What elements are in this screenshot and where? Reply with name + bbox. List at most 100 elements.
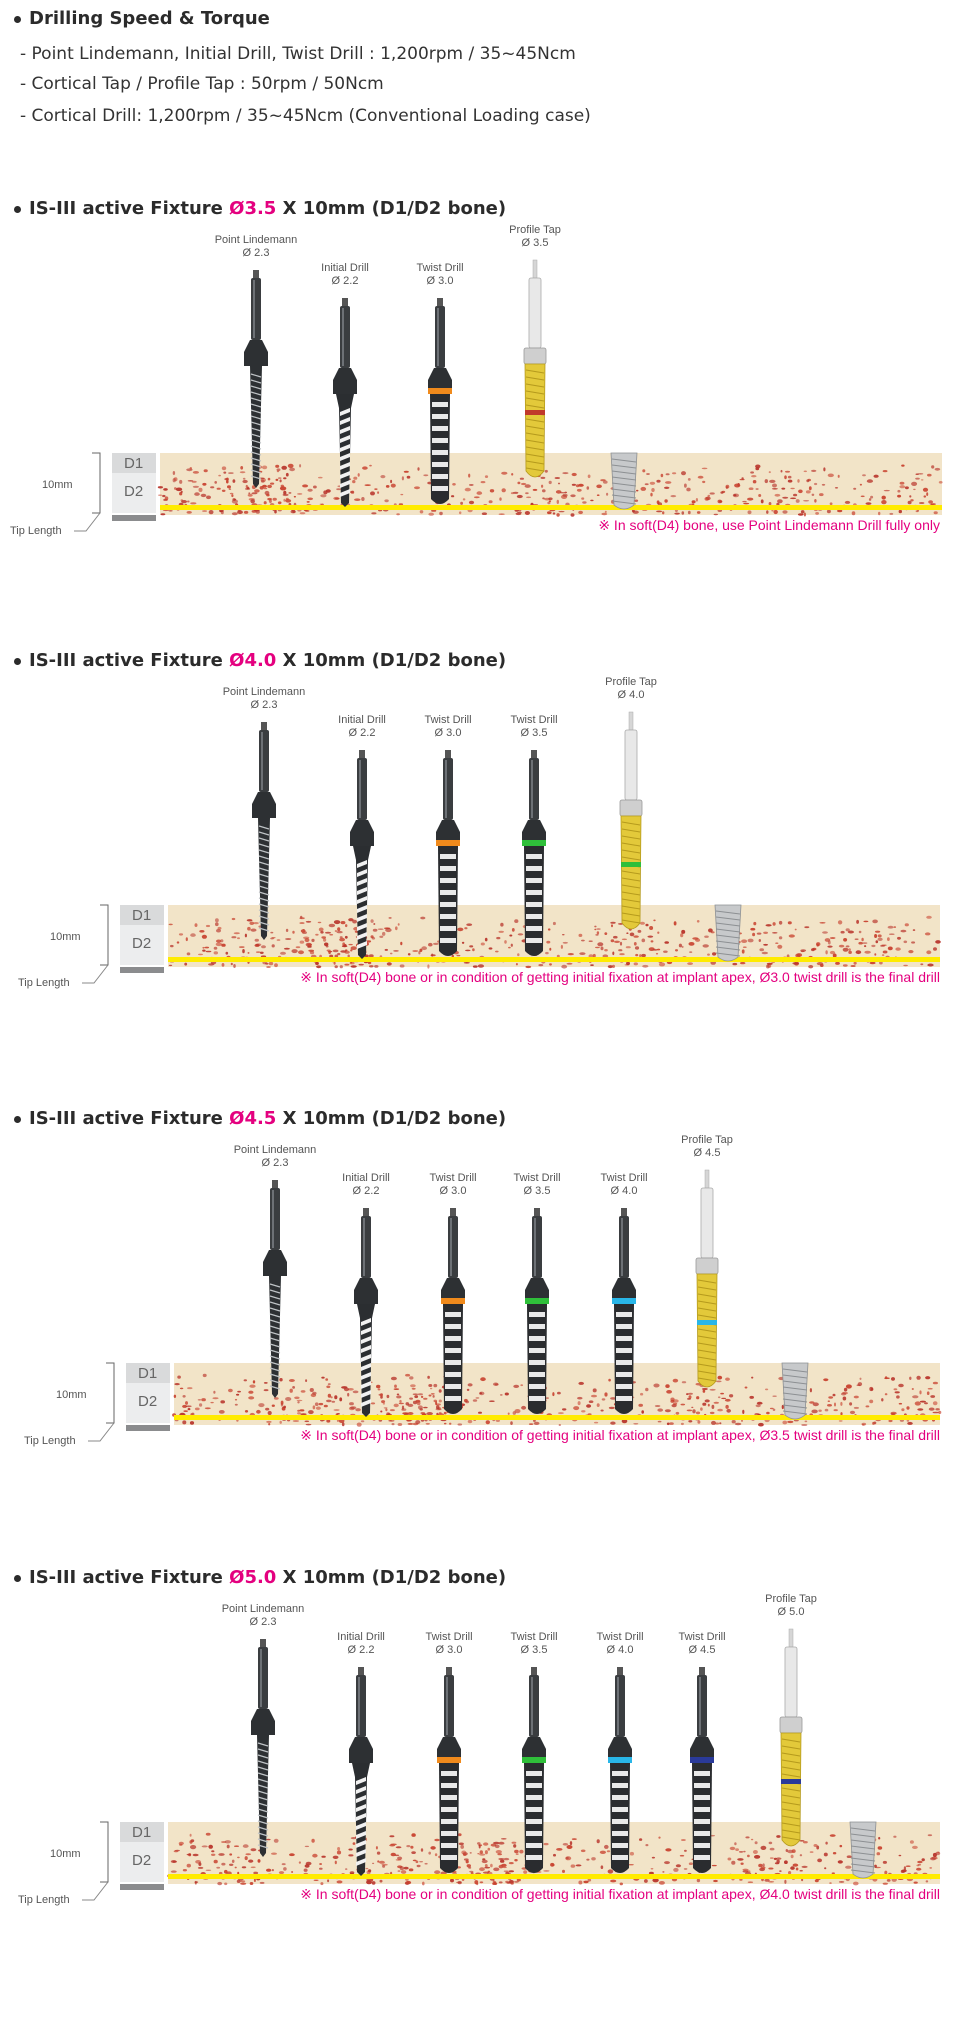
tool-name-label: Twist Drill xyxy=(596,1631,644,1643)
tool-twist xyxy=(608,1667,632,1873)
tool-name-label: Twist Drill xyxy=(416,262,464,274)
tool-name-label: Initial Drill xyxy=(337,1631,385,1643)
tip-length-label: Tip Length xyxy=(18,977,70,989)
tool-size-label: Ø 3.5 xyxy=(521,237,549,249)
tool-tap xyxy=(779,1628,803,1847)
tool-size-label: Ø 2.2 xyxy=(348,727,376,739)
tool-size-label: Ø 4.5 xyxy=(688,1644,716,1656)
tool-lindemann xyxy=(252,722,276,940)
title-prefix: IS-III active Fixture xyxy=(29,1108,230,1129)
d1-label: D1 xyxy=(132,907,152,924)
tool-size-label: Ø 5.0 xyxy=(777,1606,805,1618)
tool-size-label: Ø 3.0 xyxy=(434,727,462,739)
tool-size-label: Ø 4.0 xyxy=(610,1185,638,1197)
tool-size-label: Ø 3.5 xyxy=(520,727,548,739)
tool-size-label: Ø 2.3 xyxy=(261,1157,289,1169)
title-prefix: IS-III active Fixture xyxy=(29,1567,230,1588)
bullet-icon xyxy=(14,1115,21,1123)
section-title: IS-III active Fixture Ø4.0 X 10mm (D1/D2… xyxy=(14,650,506,671)
tool-lindemann xyxy=(263,1180,287,1398)
bone-block xyxy=(157,453,943,517)
tool-name-label: Twist Drill xyxy=(678,1631,726,1643)
tool-lindemann xyxy=(251,1639,275,1857)
tool-initial xyxy=(354,1208,378,1417)
d2-label: D2 xyxy=(132,1852,152,1869)
tool-name-label: Profile Tap xyxy=(765,1593,817,1605)
tool-name-label: Twist Drill xyxy=(600,1172,648,1184)
tool-name-label: Initial Drill xyxy=(338,714,386,726)
tool-twist xyxy=(690,1667,714,1873)
length-bracket xyxy=(82,1821,109,1901)
drilling-diagram xyxy=(82,711,941,984)
length-label: 10mm xyxy=(50,931,81,943)
title-suffix: X 10mm (D1/D2 bone) xyxy=(276,650,507,671)
tool-initial xyxy=(349,1667,373,1876)
d1-label: D1 xyxy=(138,1365,158,1382)
tool-name-label: Point Lindemann xyxy=(222,686,306,698)
fixture-section-4-0: IS-III active Fixture Ø4.0 X 10mm (D1/D2… xyxy=(0,650,977,1070)
tool-size-label: Ø 3.0 xyxy=(426,275,454,287)
bone-block xyxy=(172,1363,942,1427)
bullet-icon xyxy=(14,205,21,213)
fixture-section-5-0: IS-III active Fixture Ø5.0 X 10mm (D1/D2… xyxy=(0,1567,977,1987)
tool-name-label: Twist Drill xyxy=(425,1631,473,1643)
length-label: 10mm xyxy=(56,1389,87,1401)
tool-name-label: Twist Drill xyxy=(510,1631,558,1643)
tool-size-label: Ø 2.3 xyxy=(250,699,278,711)
tool-size-label: Ø 3.5 xyxy=(520,1644,548,1656)
bone-block xyxy=(168,905,941,969)
length-bracket xyxy=(74,452,101,532)
tool-name-label: Twist Drill xyxy=(429,1172,477,1184)
tool-name-label: Point Lindemann xyxy=(233,1144,317,1156)
tool-size-label: Ø 2.2 xyxy=(331,275,359,287)
speed-torque-heading: Drilling Speed & Torque xyxy=(14,8,270,29)
tool-twist xyxy=(522,1667,546,1873)
section-title: IS-III active Fixture Ø3.5 X 10mm (D1/D2… xyxy=(14,198,506,219)
tool-twist xyxy=(441,1208,465,1414)
tool-name-label: Profile Tap xyxy=(509,224,561,236)
title-diameter: Ø3.5 xyxy=(229,198,277,219)
title-diameter: Ø4.0 xyxy=(229,650,277,671)
tip-length-label: Tip Length xyxy=(18,1894,70,1906)
tool-size-label: Ø 4.5 xyxy=(693,1147,721,1159)
tool-twist xyxy=(522,750,546,956)
length-bracket xyxy=(88,1362,115,1442)
speed-torque-title: Drilling Speed & Torque xyxy=(29,8,270,29)
bone-block xyxy=(167,1822,941,1886)
tool-name-label: Profile Tap xyxy=(681,1134,733,1146)
tool-size-label: Ø 3.0 xyxy=(439,1185,467,1197)
tool-name-label: Initial Drill xyxy=(342,1172,390,1184)
title-diameter: Ø4.5 xyxy=(229,1108,277,1129)
bullet-icon xyxy=(14,15,21,23)
length-label: 10mm xyxy=(50,1848,81,1860)
tool-tap xyxy=(619,711,643,930)
tool-name-label: Point Lindemann xyxy=(214,234,298,246)
tool-initial xyxy=(350,750,374,959)
speed-line-2: - Cortical Tap / Profile Tap : 50rpm / 5… xyxy=(20,74,384,94)
drilling-diagram xyxy=(74,259,943,532)
tool-name-label: Twist Drill xyxy=(424,714,472,726)
d1-label: D1 xyxy=(124,455,144,472)
tip-length-label: Tip Length xyxy=(24,1435,76,1447)
tip-length-label: Tip Length xyxy=(10,525,62,537)
implant-fixture xyxy=(610,452,638,510)
title-suffix: X 10mm (D1/D2 bone) xyxy=(276,1108,507,1129)
fixture-section-3-5: IS-III active Fixture Ø3.5 X 10mm (D1/D2… xyxy=(0,198,977,618)
section-note: ※ In soft(D4) bone or in condition of ge… xyxy=(300,1886,940,1902)
tool-size-label: Ø 2.3 xyxy=(249,1616,277,1628)
implant-fixture xyxy=(714,904,742,962)
bullet-icon xyxy=(14,1574,21,1582)
section-title: IS-III active Fixture Ø4.5 X 10mm (D1/D2… xyxy=(14,1108,506,1129)
tool-initial xyxy=(333,298,357,507)
d2-label: D2 xyxy=(138,1393,158,1410)
tool-twist xyxy=(612,1208,636,1414)
tool-name-label: Twist Drill xyxy=(510,714,558,726)
tool-name-label: Point Lindemann xyxy=(221,1603,305,1615)
tool-size-label: Ø 2.2 xyxy=(352,1185,380,1197)
length-bracket xyxy=(82,904,109,984)
tool-size-label: Ø 4.0 xyxy=(606,1644,634,1656)
tool-tap xyxy=(695,1169,719,1388)
section-title: IS-III active Fixture Ø5.0 X 10mm (D1/D2… xyxy=(14,1567,506,1588)
tool-twist xyxy=(525,1208,549,1414)
tool-twist xyxy=(436,750,460,956)
